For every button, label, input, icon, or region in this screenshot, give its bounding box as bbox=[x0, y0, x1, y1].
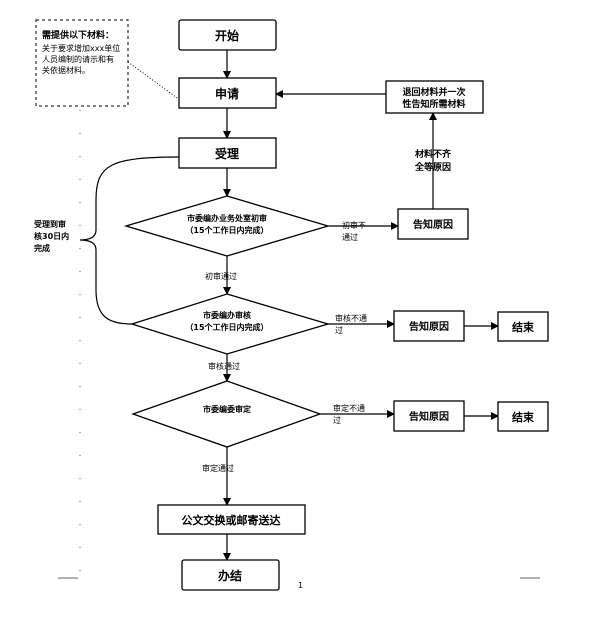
end3-node: 结束 bbox=[497, 401, 549, 432]
materials-note: 需提供以下材料： 关于要求增加xxx单位 人员编制的请示和有 关依据材料。 bbox=[35, 19, 129, 107]
reason-missing-label: 全等原因 bbox=[414, 161, 451, 173]
apply-node: 申请 bbox=[178, 77, 277, 109]
notify3-label: 告知原因 bbox=[409, 410, 449, 423]
fail3-label: 过 bbox=[333, 415, 341, 425]
finish-label: 办结 bbox=[218, 568, 242, 583]
note-line: 关依据材料。 bbox=[42, 65, 90, 75]
left-brace bbox=[79, 156, 180, 325]
review2-label: 市委编办审核 bbox=[203, 310, 251, 320]
reason-missing-label: 材料不齐 bbox=[414, 148, 452, 160]
fail2-label: 过 bbox=[335, 325, 343, 335]
apply-label: 申请 bbox=[215, 86, 239, 101]
notify3-node: 告知原因 bbox=[393, 400, 465, 432]
accept-label: 受理 bbox=[215, 146, 239, 161]
brace-label: 完成 bbox=[34, 243, 50, 253]
fail3-label: 审定不通 bbox=[333, 403, 365, 413]
return-materials-label: 性告知所需材料 bbox=[402, 98, 465, 110]
end3-label: 结束 bbox=[511, 410, 535, 424]
brace-label: 核30日内 bbox=[34, 231, 69, 241]
review2-decision: 市委编办审核 （15个工作日内完成） bbox=[129, 293, 331, 355]
review1-label: 市委编办业务处室初审 bbox=[187, 213, 267, 223]
fail2-label: 审核不通 bbox=[335, 313, 367, 323]
notify1-label: 告知原因 bbox=[413, 218, 453, 231]
return-materials-label: 退回材料并一次 bbox=[402, 86, 465, 98]
review1-sublabel: （15个工作日内完成） bbox=[185, 225, 268, 235]
note-line: 人员编制的请示和有 bbox=[42, 54, 114, 64]
return-materials-node: 退回材料并一次 性告知所需材料 bbox=[385, 80, 484, 114]
start-label: 开始 bbox=[215, 28, 239, 43]
review3-label: 市委编委审定 bbox=[203, 404, 251, 414]
review1-decision: 市委编办业务处室初审 （15个工作日内完成） bbox=[123, 195, 331, 257]
fail1-label: 初审不 bbox=[342, 220, 366, 230]
accept-node: 受理 bbox=[178, 137, 277, 169]
review3-decision: 市委编委审定 bbox=[131, 380, 322, 448]
note-line: 关于要求增加xxx单位 bbox=[42, 43, 120, 53]
notify2-node: 告知原因 bbox=[393, 310, 465, 342]
review2-sublabel: （15个工作日内完成） bbox=[185, 322, 268, 332]
fail1-label: 通过 bbox=[342, 232, 358, 242]
note-title: 需提供以下材料： bbox=[42, 29, 114, 41]
pass2-label: 审核通过 bbox=[208, 361, 240, 371]
end2-node: 结束 bbox=[497, 311, 549, 342]
finish-node: 办结 bbox=[181, 559, 280, 591]
notify2-label: 告知原因 bbox=[409, 320, 449, 333]
pass3-label: 审定通过 bbox=[202, 463, 234, 473]
end2-label: 结束 bbox=[511, 320, 535, 334]
note-connector bbox=[127, 61, 181, 101]
page-number: 1 bbox=[298, 581, 303, 590]
start-node: 开始 bbox=[178, 19, 277, 51]
send-node: 公文交换或邮寄送达 bbox=[157, 504, 306, 535]
notify1-node: 告知原因 bbox=[397, 208, 469, 240]
send-label: 公文交换或邮寄送达 bbox=[182, 513, 281, 527]
brace-label: 受理到审 bbox=[34, 219, 66, 229]
pass1-label: 初审通过 bbox=[205, 271, 237, 281]
